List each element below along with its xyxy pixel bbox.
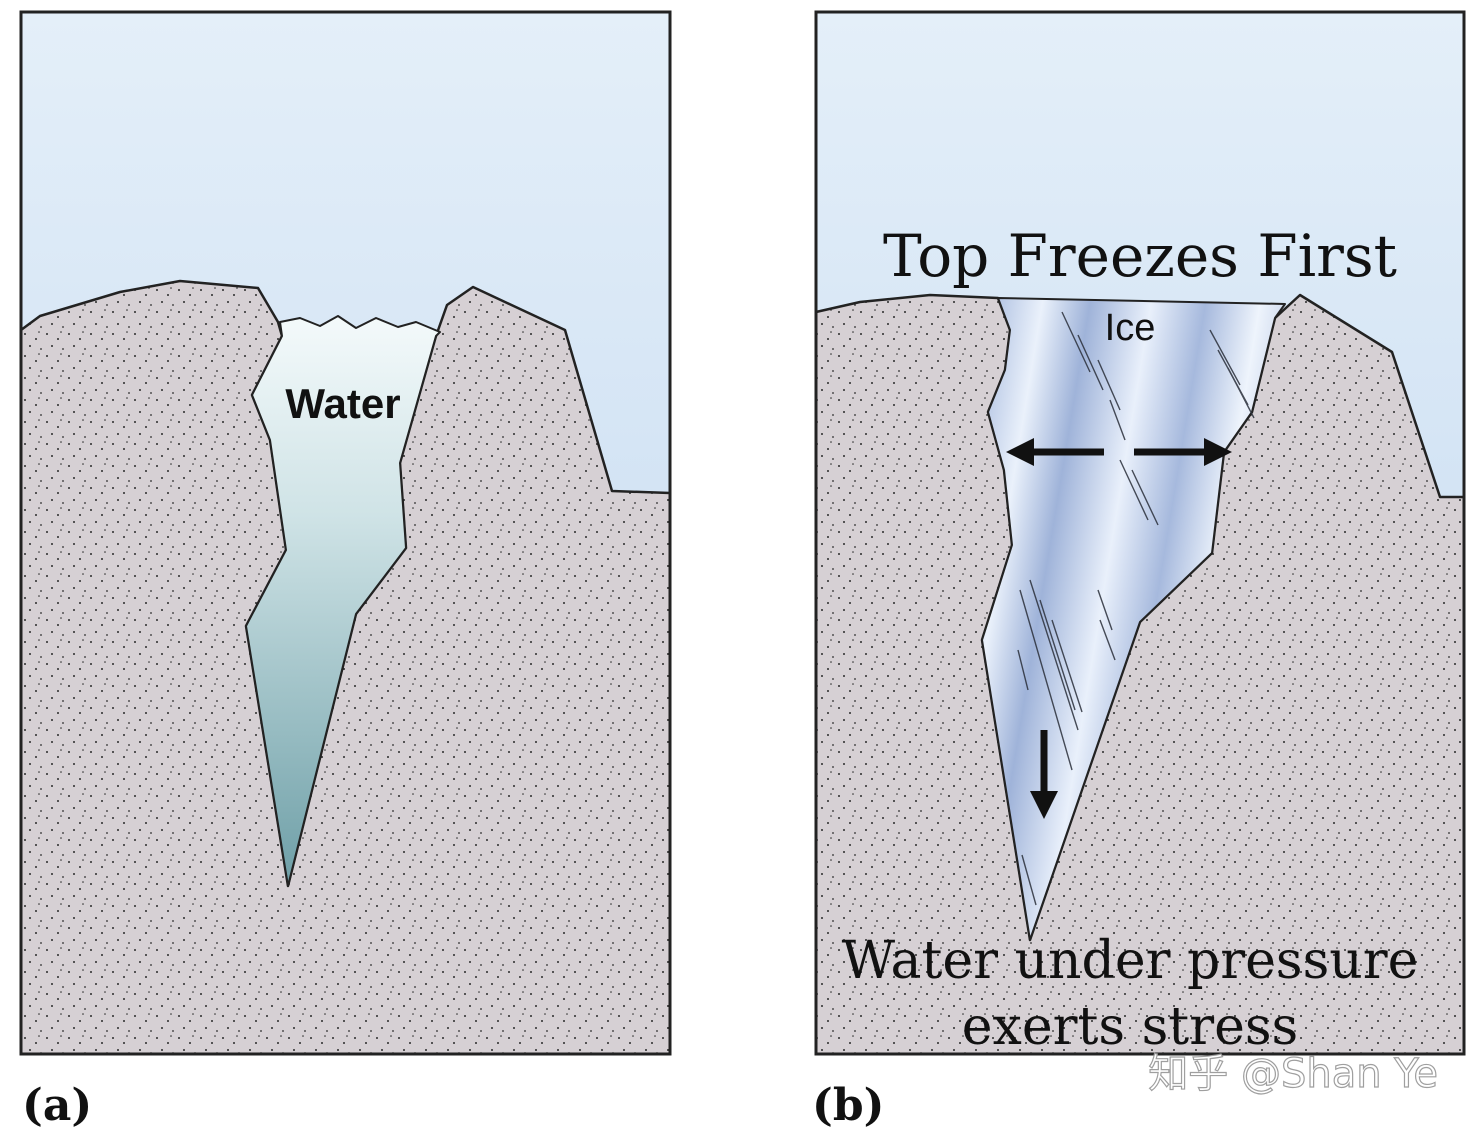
panel-b-label: (b): [812, 1080, 884, 1131]
panel-b: Top Freezes First Ice Water under pressu…: [812, 10, 1466, 1131]
water-label: Water: [285, 380, 400, 427]
top-freezes-caption: Top Freezes First: [883, 222, 1397, 290]
panel-a: Water (a): [19, 10, 672, 1131]
watermark: 知乎 @Shan Ye: [1148, 1051, 1438, 1097]
panel-b-frame: [814, 10, 1466, 1056]
panel-a-water: [245, 315, 441, 887]
ice-streaks: [1017, 311, 1255, 906]
panel-a-label: (a): [22, 1080, 92, 1131]
ice-label: Ice: [1105, 307, 1156, 349]
bottom-caption-line1: Water under pressure: [842, 931, 1419, 991]
bottom-caption-line2: exerts stress: [962, 997, 1298, 1057]
panel-a-frame: [19, 10, 672, 1056]
